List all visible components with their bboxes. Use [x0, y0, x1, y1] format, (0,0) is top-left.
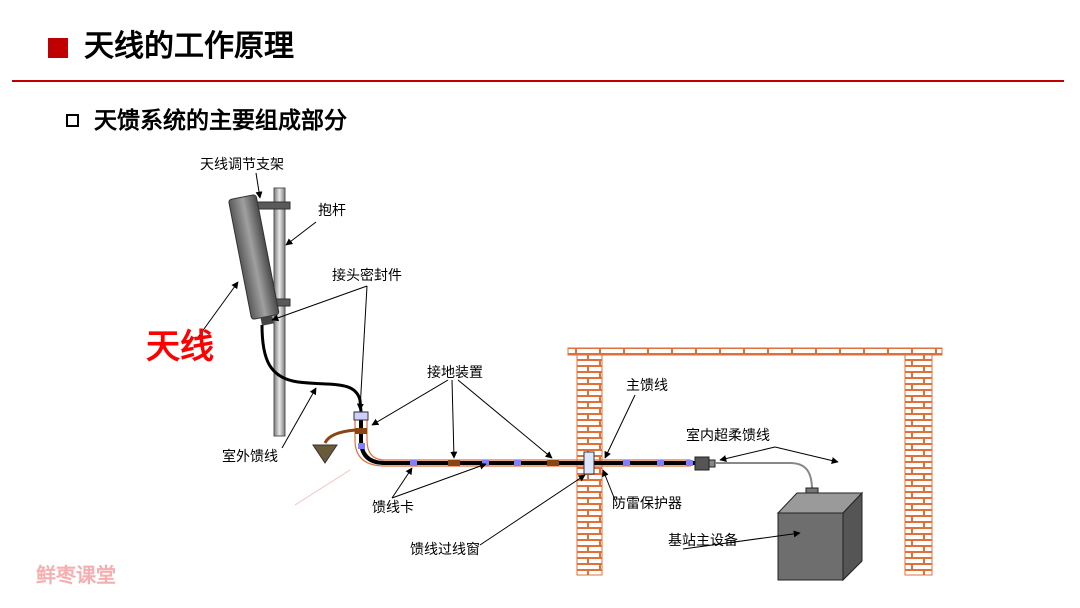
base-station-icon [776, 487, 864, 582]
feeder-clip-icon [410, 460, 417, 466]
feeder-clip-icon [623, 460, 630, 466]
label-clip: 馈线卡 [372, 500, 414, 516]
label-indoor-feeder: 室内超柔馈线 [686, 427, 770, 444]
label-bts: 基站主设备 [668, 532, 738, 549]
label-antenna: 天线 [146, 327, 214, 367]
page-title: 天线的工作原理 [84, 29, 294, 64]
label-lightning: 防雷保护器 [612, 496, 682, 512]
subtitle-bullet [66, 114, 79, 127]
label-pole: 抱杆 [318, 203, 346, 219]
ground-block [448, 460, 460, 466]
connector-seal-icon [353, 411, 369, 421]
feeder-clip-icon [686, 460, 693, 466]
subtitle: 天馈系统的主要组成部分 [94, 108, 347, 134]
outdoor-feeder-cable [260, 324, 363, 413]
antenna-panel [228, 194, 280, 326]
main-feeder-cable [359, 412, 695, 465]
label-window: 馈线过线窗 [410, 541, 480, 558]
ground-block-vertical [355, 428, 367, 434]
ground-symbol-icon [312, 444, 338, 464]
ground-block [547, 460, 559, 466]
feeder-clip-icon [358, 443, 365, 449]
building-roof [567, 347, 943, 356]
feeder-window-icon [583, 451, 595, 475]
lightning-protector-tip [708, 459, 716, 468]
label-grounding: 接地装置 [427, 364, 483, 381]
label-bracket: 天线调节支架 [200, 157, 284, 173]
label-main-feeder: 主馈线 [626, 378, 668, 394]
ground-lead [323, 428, 357, 444]
main-feeder-outline [354, 411, 691, 467]
title-divider [12, 80, 1064, 82]
title-bullet [48, 38, 68, 58]
bracket-upper [253, 201, 291, 210]
leader-lines [195, 172, 839, 550]
feeder-clip-icon [514, 460, 521, 466]
label-outdoor-feeder: 室外馈线 [222, 448, 278, 465]
faint-line [294, 469, 351, 506]
lightning-protector-icon [694, 456, 710, 471]
feeder-clip-icon [657, 460, 664, 466]
indoor-feeder-cable [715, 462, 813, 491]
building-wall-right [904, 354, 933, 576]
label-connector-seal: 接头密封件 [332, 267, 402, 284]
watermark: 鲜枣课堂 [36, 563, 116, 587]
